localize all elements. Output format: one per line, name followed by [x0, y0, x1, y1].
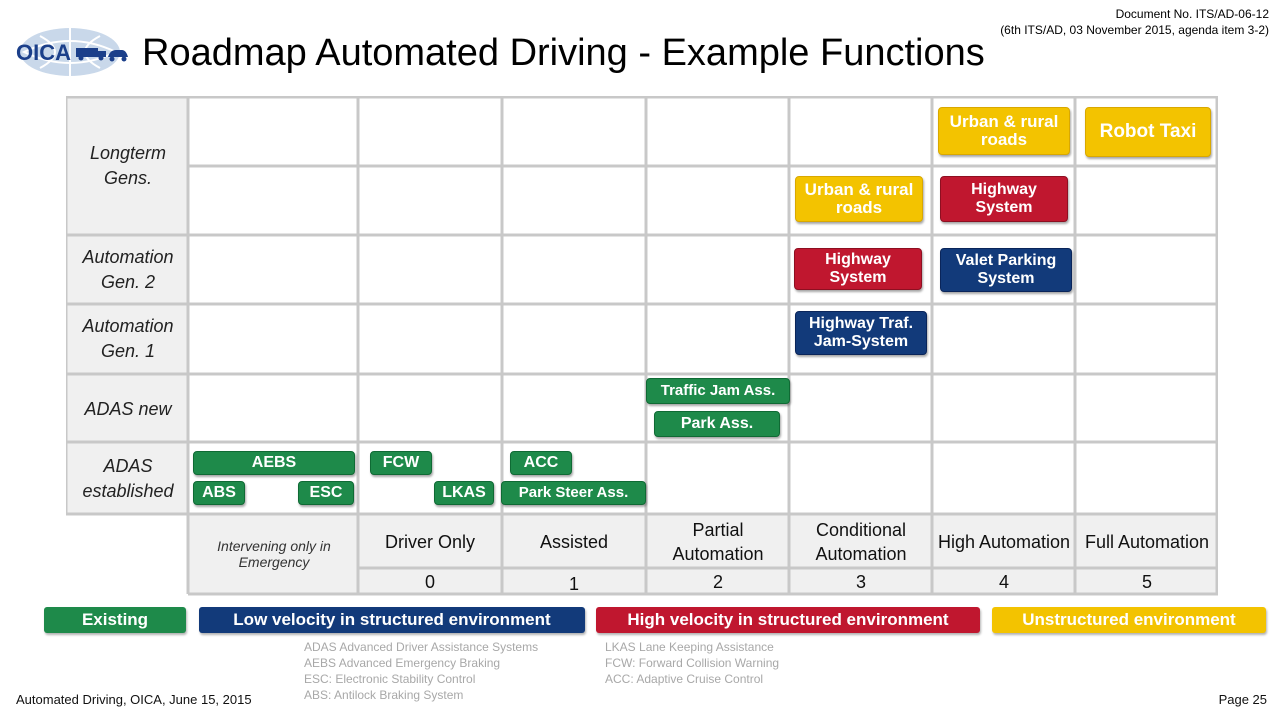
abbreviation-abs: ABS: Antilock Braking System [304, 688, 464, 702]
function-robot-taxi: Robot Taxi [1085, 107, 1211, 157]
level-name-0: Driver Only [384, 532, 475, 552]
legend-unstructured: Unstructured environment [992, 607, 1266, 633]
function-park-ass: Park Ass. [654, 411, 780, 437]
level-number-0: 0 [424, 571, 435, 592]
document-meeting: (6th ITS/AD, 03 November 2015, agenda it… [1000, 23, 1269, 37]
function-highway-traffic-jam: Highway Traf. Jam-System [795, 311, 927, 355]
abbreviation-adas: ADAS Advanced Driver Assistance Systems [304, 640, 539, 654]
document-number: Document No. ITS/AD-06-12 (6th ITS/AD, 0… [1000, 6, 1269, 38]
function-park-steer: Park Steer Ass. [501, 481, 646, 505]
legend-existing: Existing [44, 607, 186, 633]
function-esc: ESC [298, 481, 354, 505]
level-name-5: Full Automation [1084, 532, 1210, 552]
level-name-3: Conditional Automation [815, 520, 907, 564]
function-fcw: FCW [370, 451, 432, 475]
abbreviation-aebs: AEBS Advanced Emergency Braking [304, 656, 501, 670]
truck-icon [76, 48, 98, 57]
level-number-1: 1 [568, 573, 579, 594]
legend-high-velocity: High velocity in structured environment [596, 607, 980, 633]
function-aebs: AEBS [193, 451, 355, 475]
logo-text: OICA [16, 40, 71, 65]
level-name-2: Partial Automation [672, 520, 764, 564]
function-highway-system-l4: Highway System [940, 176, 1068, 222]
level-name-4: High Automation [937, 532, 1071, 552]
legend-low-velocity: Low velocity in structured environment [199, 607, 585, 633]
row-label-adas-new: ADAS new [84, 398, 172, 419]
function-traffic-jam: Traffic Jam Ass. [646, 378, 790, 404]
globe-logo-icon: OICA [16, 28, 128, 76]
car-icon [108, 50, 128, 57]
function-highway-system-l3: Highway System [794, 248, 922, 290]
page-number: Page 25 [1218, 692, 1267, 707]
level-number-3: 3 [855, 571, 866, 592]
level-name-1: Assisted [539, 532, 609, 552]
row-label-longterm: Longterm Gens. [89, 143, 167, 188]
function-valet-parking: Valet Parking System [940, 248, 1072, 292]
abbreviation-fcw: FCW: Forward Collision Warning [605, 656, 780, 670]
footer-source: Automated Driving, OICA, June 15, 2015 [16, 692, 252, 707]
oica-logo: OICA [4, 22, 136, 86]
document-id: Document No. ITS/AD-06-12 [1115, 7, 1269, 21]
level-number-5: 5 [1141, 571, 1152, 592]
abbreviation-acc: ACC: Adaptive Cruise Control [605, 672, 764, 686]
function-urban-rural-l3: Urban & rural roads [795, 176, 923, 222]
function-abs: ABS [193, 481, 245, 505]
function-acc: ACC [510, 451, 572, 475]
row-label-adas-established: ADAS established [82, 456, 174, 501]
abbreviation-lkas: LKAS Lane Keeping Assistance [605, 640, 774, 654]
level-intervening: Intervening only in Emergency [217, 538, 331, 570]
page-title: Roadmap Automated Driving - Example Func… [142, 32, 985, 74]
level-number-4: 4 [998, 571, 1009, 592]
roadmap-grid [66, 96, 1218, 596]
row-label-gen1: Automation Gen. 1 [82, 316, 174, 361]
row-label-gen2: Automation Gen. 2 [82, 247, 174, 292]
function-lkas: LKAS [434, 481, 494, 505]
level-number-2: 2 [712, 571, 723, 592]
function-urban-rural-l4: Urban & rural roads [938, 107, 1070, 155]
abbreviation-esc: ESC: Electronic Stability Control [304, 672, 476, 686]
